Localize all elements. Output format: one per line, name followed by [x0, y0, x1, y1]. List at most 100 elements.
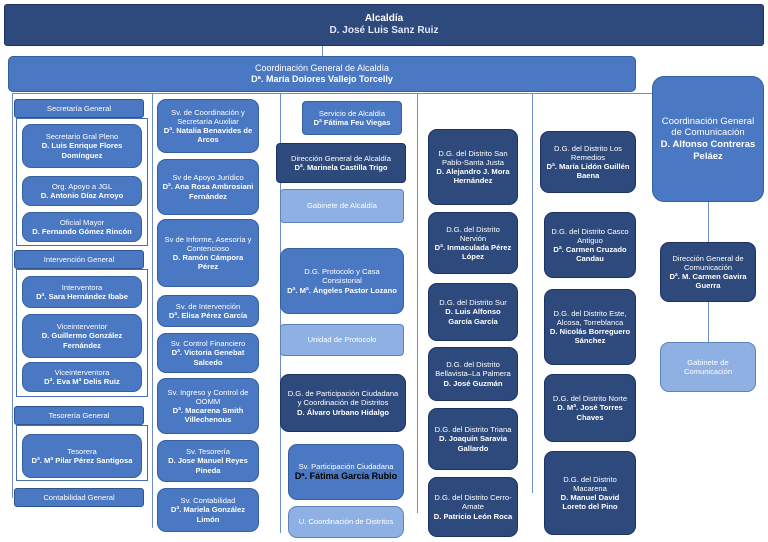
sv-contabilidad-name: Dª. Mariela González Limón	[170, 505, 246, 524]
sv-tesoreria-title: Sv. Tesorería	[185, 447, 231, 457]
oficial-mayor-box: Oficial Mayor D. Fernando Gómez Rincón	[22, 212, 142, 242]
sv-ingreso-box: Sv. Ingreso y Control de OOMM Dª. Macare…	[157, 378, 259, 434]
tesoreria-general-label: Tesorería General	[48, 410, 110, 420]
connector-line	[322, 46, 323, 56]
dg-distrito-bellavista-box: D.G. del Distrito Bellavista–La Palmera …	[428, 347, 518, 401]
u-coordinacion-distritos-box: U. Coordinación de Distritos	[288, 506, 404, 538]
dg-distrito-este-title: D.G. del Distrito Este, Alcosa, Torrebla…	[553, 308, 627, 327]
dg-distrito-sur-box: D.G. del Distrito Sur D. Luis Alfonso Ga…	[428, 283, 518, 341]
connector-line	[12, 93, 660, 94]
connector-line	[280, 93, 281, 533]
dg-protocolo-box: D.G. Protocolo y Casa Consistorial Dª. M…	[280, 248, 404, 314]
dg-distrito-macarena-name: D. Manuel David Loreto del Pino	[560, 493, 620, 512]
dg-distrito-sur-name: D. Luis Alfonso García García	[445, 307, 501, 326]
sv-intervencion-box: Sv. de Intervención Dª. Elisa Pérez Garc…	[157, 295, 259, 327]
dg-distrito-los-remedios-name: Dª. María Lidón Guillén Baena	[546, 162, 630, 181]
apoyo-jgl-box: Org. Apoyo a JGL D. Antonio Díaz Arroyo	[22, 176, 142, 206]
servicio-alcaldia-title: Servicio de Alcaldía	[318, 108, 386, 118]
sv-participacion-box: Sv. Participación Ciudadana Dª. Fátima G…	[288, 444, 404, 500]
viceinterventor-title: Viceinterventor	[56, 322, 108, 332]
direccion-comunicacion-title: Dirección General de Comunicación	[672, 253, 744, 272]
sv-intervencion-name: Dª. Elisa Pérez García	[168, 311, 248, 320]
connector-line	[152, 93, 153, 528]
interventora-box: Interventora Dª. Sara Hernández Ibabe	[22, 276, 142, 308]
sv-contabilidad-title: Sv. Contabilidad	[180, 496, 236, 506]
dg-distrito-nervion-box: D.G. del Distrito Nervión Dª. Inmaculada…	[428, 212, 518, 274]
alcaldia-box: Alcaldía D. José Luis Sanz Ruiz	[4, 4, 764, 46]
dg-distrito-casco-antiguo-name: Dª. Carmen Cruzado Candau	[553, 245, 627, 264]
servicio-alcaldia-box: Servicio de Alcaldía Dª Fátima Feu Viega…	[302, 101, 402, 135]
dg-protocolo-name: Dª. Mª. Ángeles Pastor Lozano	[287, 285, 397, 295]
sv-participacion-name: Dª. Fátima García Rubio	[294, 471, 398, 482]
sv-ingreso-name: Dª. Macarena Smith Villechenous	[172, 406, 244, 425]
dg-distrito-sur-title: D.G. del Distrito Sur	[439, 298, 507, 308]
dg-distrito-cerro-amate-title: D.G. del Distrito Cerro-Amate	[434, 493, 512, 512]
coordinacion-comunicacion-title: Coordinación General de Comunicación	[661, 115, 755, 139]
sv-informe-title: Sv de Informe, Asesoría y Contencioso	[164, 234, 252, 253]
intervencion-group-frame	[16, 269, 148, 397]
sv-participacion-title: Sv. Participación Ciudadana	[298, 461, 394, 471]
connector-line	[532, 93, 533, 493]
dg-distrito-norte-box: D.G. del Distrito Norte D. Mª. José Torr…	[544, 374, 636, 442]
interventora-title: Interventora	[61, 282, 103, 292]
sv-control-financiero-title: Sv. Control Financiero	[170, 339, 246, 349]
unidad-protocolo-box: Unidad de Protocolo	[280, 324, 404, 356]
servicio-alcaldia-name: Dª Fátima Feu Viegas	[313, 118, 391, 127]
intervencion-general-label: Intervención General	[43, 254, 115, 264]
gabinete-comunicacion-label: Gabinete de Comunicación	[683, 357, 733, 376]
dg-distrito-triana-box: D.G. del Distrito Triana D. Joaquín Sara…	[428, 408, 518, 470]
sv-coordinacion-title: Sv. de Coordinación y Secretaría Auxilia…	[171, 107, 245, 126]
connector-line	[708, 202, 709, 242]
dg-participacion-title: D.G. de Participación Ciudadana y Coordi…	[287, 389, 399, 408]
u-coordinacion-distritos-label: U. Coordinación de Distritos	[298, 517, 394, 527]
dg-distrito-casco-antiguo-box: D.G. del Distrito Casco Antiguo Dª. Carm…	[544, 212, 636, 278]
dg-distrito-cerro-amate-box: D.G. del Distrito Cerro-Amate D. Patrici…	[428, 477, 518, 537]
dg-protocolo-title: D.G. Protocolo y Casa Consistorial	[304, 267, 380, 286]
dg-distrito-san-pablo-name: D. Alejandro J. Mora Hernández	[436, 167, 510, 186]
connector-line	[417, 93, 418, 513]
secretaria-general-label: Secretaría General	[46, 103, 112, 113]
sv-tesoreria-name: D. Jose Manuel Reyes Pineda	[168, 456, 248, 475]
dg-distrito-los-remedios-title: D.G. del Distrito Los Remedios	[554, 143, 622, 162]
secretaria-group-frame	[16, 118, 148, 246]
sv-contabilidad-box: Sv. Contabilidad Dª. Mariela González Li…	[157, 488, 259, 532]
connector-line	[708, 302, 709, 342]
dg-distrito-san-pablo-title: D.G. del Distrito San Pablo-Santa Justa	[438, 148, 508, 167]
oficial-mayor-name: D. Fernando Gómez Rincón	[32, 227, 132, 236]
sv-ingreso-title: Sv. Ingreso y Control de OOMM	[167, 387, 249, 406]
sv-informe-name: D. Ramón Cámpora Pérez	[172, 253, 244, 272]
coordinacion-comunicacion-name: D. Alfonso Contreras Peláez	[660, 139, 756, 162]
tesorera-name: Dª. Mª Pilar Pérez Santigosa	[31, 456, 133, 465]
secretaria-general-header: Secretaría General	[14, 99, 144, 118]
sv-apoyo-juridico-box: Sv de Apoyo Jurídico Dª. Ana Rosa Ambros…	[157, 159, 259, 215]
gabinete-alcaldia-label: Gabinete de Alcaldía	[306, 201, 378, 211]
tesoreria-general-header: Tesorería General	[14, 406, 144, 425]
dg-distrito-triana-title: D.G. del Distrito Triana	[434, 425, 512, 435]
dg-distrito-este-box: D.G. del Distrito Este, Alcosa, Torrebla…	[544, 289, 636, 365]
dg-distrito-casco-antiguo-title: D.G. del Distrito Casco Antiguo	[551, 226, 629, 245]
oficial-mayor-title: Oficial Mayor	[59, 217, 105, 227]
dg-distrito-macarena-title: D.G. del Distrito Macarena	[563, 474, 617, 493]
sv-apoyo-juridico-name: Dª. Ana Rosa Ambrosiani Fernández	[162, 182, 254, 201]
secretario-pleno-box: Secretario Gral Pleno D. Luis Enrique Fl…	[22, 124, 142, 168]
sv-control-financiero-box: Sv. Control Financiero Dª. Victoria Gene…	[157, 333, 259, 373]
connector-line	[12, 93, 13, 498]
direccion-comunicacion-box: Dirección General de Comunicación Dª. M.…	[660, 242, 756, 302]
dg-distrito-macarena-box: D.G. del Distrito Macarena D. Manuel Dav…	[544, 451, 636, 535]
tesorera-title: Tesorera	[67, 446, 97, 456]
contabilidad-general-header: Contabilidad General	[14, 488, 144, 507]
dg-distrito-este-name: D. Nicolás Borreguero Sánchez	[549, 327, 631, 346]
alcaldia-title: Alcaldía	[364, 12, 404, 24]
sv-coordinacion-box: Sv. de Coordinación y Secretaría Auxilia…	[157, 99, 259, 153]
sv-informe-box: Sv de Informe, Asesoría y Contencioso D.…	[157, 219, 259, 287]
direccion-alcaldia-box: Dirección General de Alcaldía Dª. Marine…	[276, 143, 406, 183]
viceinterventora-box: Viceinterventora Dª. Eva Mª Delis Ruiz	[22, 362, 142, 392]
viceinterventor-name: D. Guillermo González Fernández	[41, 331, 123, 350]
tesorera-box: Tesorera Dª. Mª Pilar Pérez Santigosa	[22, 434, 142, 478]
dg-participacion-box: D.G. de Participación Ciudadana y Coordi…	[280, 374, 406, 432]
dg-distrito-bellavista-title: D.G. del Distrito Bellavista–La Palmera	[435, 360, 511, 379]
apoyo-jgl-name: D. Antonio Díaz Arroyo	[40, 191, 124, 200]
dg-distrito-nervion-name: Dª. Inmaculada Pérez López	[434, 243, 512, 262]
direccion-alcaldia-name: Dª. Marinela Castilla Trigo	[294, 163, 388, 172]
coordinacion-alcaldia-box: Coordinación General de Alcaldía Dª. Mar…	[8, 56, 636, 92]
